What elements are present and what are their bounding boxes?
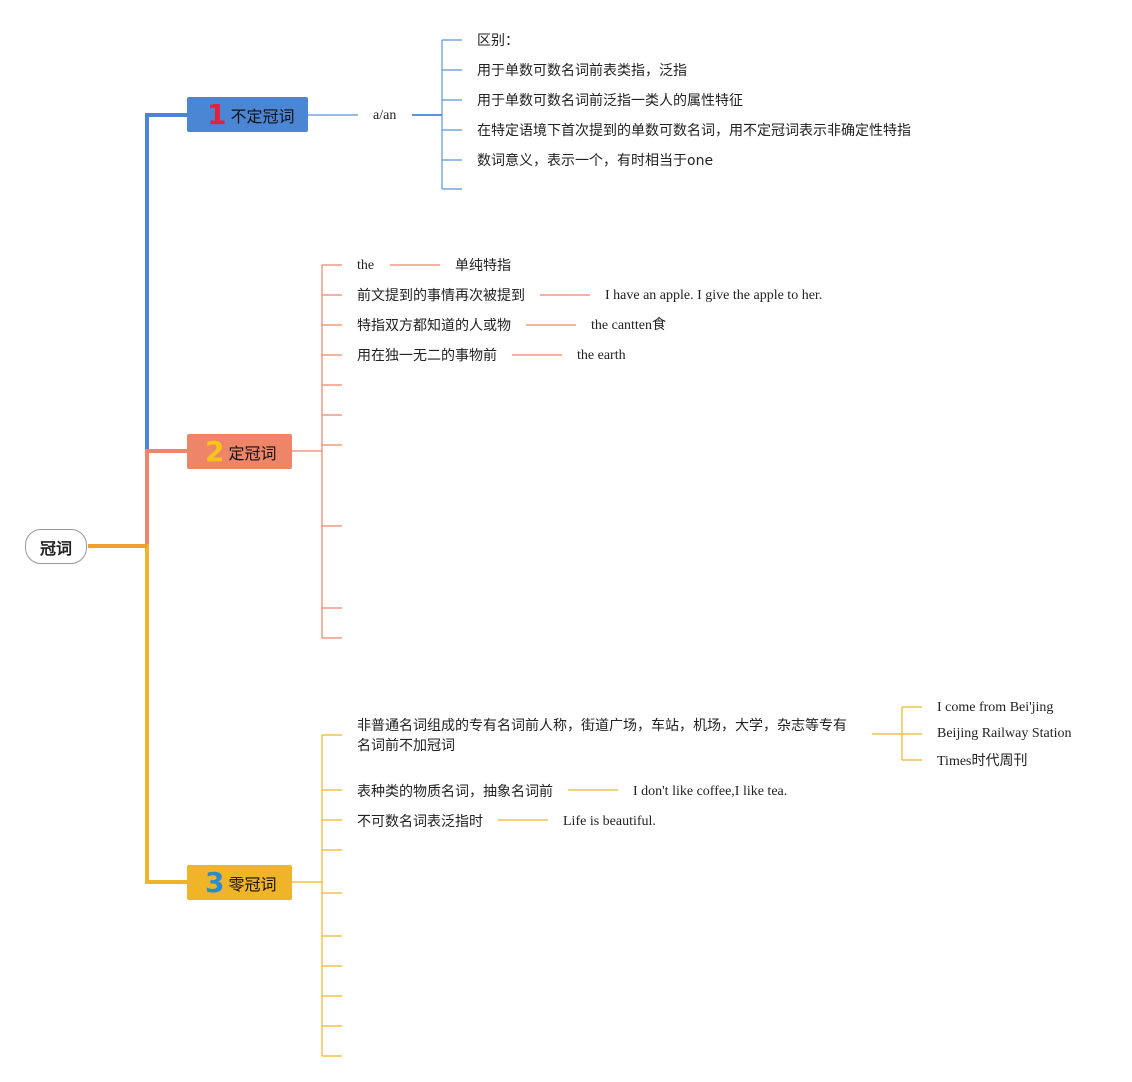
topic-example[interactable]: the cantten食 <box>591 318 667 333</box>
branch-label: 零冠词 <box>228 874 277 894</box>
topic-item-line2[interactable]: 名词前不加冠词 <box>357 738 455 754</box>
topic-item[interactable]: 数词意义，表示一个，有时相当于one <box>477 153 714 169</box>
topic-item[interactable]: 表种类的物质名词，抽象名词前 <box>357 784 553 800</box>
branch-2-lines <box>292 264 590 639</box>
topic-item[interactable]: 不可数名词表泛指时 <box>357 814 483 830</box>
topic-example[interactable]: Beijing Railway Station <box>937 726 1072 741</box>
branch-number: 1 <box>207 97 227 131</box>
branch-node-zero-article[interactable]: 3 零冠词 <box>187 865 292 900</box>
branch-label: 不定冠词 <box>230 106 295 126</box>
branch-1-lines <box>308 39 462 190</box>
root-node[interactable]: 冠词 <box>25 529 87 564</box>
topic-item[interactable]: 用于单数可数名词前泛指一类人的属性特征 <box>477 93 743 109</box>
topic-example[interactable]: I have an apple. I give the apple to her… <box>605 288 823 303</box>
branch-1-connector <box>88 113 188 548</box>
topic-item[interactable]: 用在独一无二的事物前 <box>357 348 497 364</box>
topic-a-an[interactable]: a/an <box>373 108 397 123</box>
topic-item[interactable]: 特指双方都知道的人或物 <box>357 318 511 334</box>
topic-item[interactable]: the <box>357 258 375 273</box>
topic-item[interactable]: 前文提到的事情再次被提到 <box>357 288 525 304</box>
topic-item[interactable]: 区别： <box>477 33 519 49</box>
topic-example[interactable]: I come from Bei'jing <box>937 700 1054 715</box>
topic-example[interactable]: 单纯特指 <box>455 258 511 274</box>
topic-item-line1[interactable]: 非普通名词组成的专有名词前人称，街道广场，车站，机场，大学，杂志等专有 <box>357 718 847 734</box>
branch-label: 定冠词 <box>228 443 277 463</box>
topic-example[interactable]: I don't like coffee,I like tea. <box>633 784 788 799</box>
topic-item[interactable]: 用于单数可数名词前表类指，泛指 <box>477 63 687 79</box>
topic-example[interactable]: Times时代周刊 <box>937 754 1028 769</box>
branch-3-connector <box>88 544 188 884</box>
branch-node-definite-article[interactable]: 2 定冠词 <box>187 434 292 469</box>
root-label: 冠词 <box>39 538 72 558</box>
branch-3-lines <box>292 706 922 1057</box>
branch-number: 3 <box>205 865 225 899</box>
topic-example[interactable]: the earth <box>577 348 626 363</box>
branch-node-indefinite-article[interactable]: 1 不定冠词 <box>187 97 308 132</box>
topic-example[interactable]: Life is beautiful. <box>563 814 656 829</box>
branch-number: 2 <box>205 434 225 468</box>
branch-2-connector <box>145 449 188 546</box>
topic-item[interactable]: 在特定语境下首次提到的单数可数名词，用不定冠词表示非确定性特指 <box>477 123 911 139</box>
